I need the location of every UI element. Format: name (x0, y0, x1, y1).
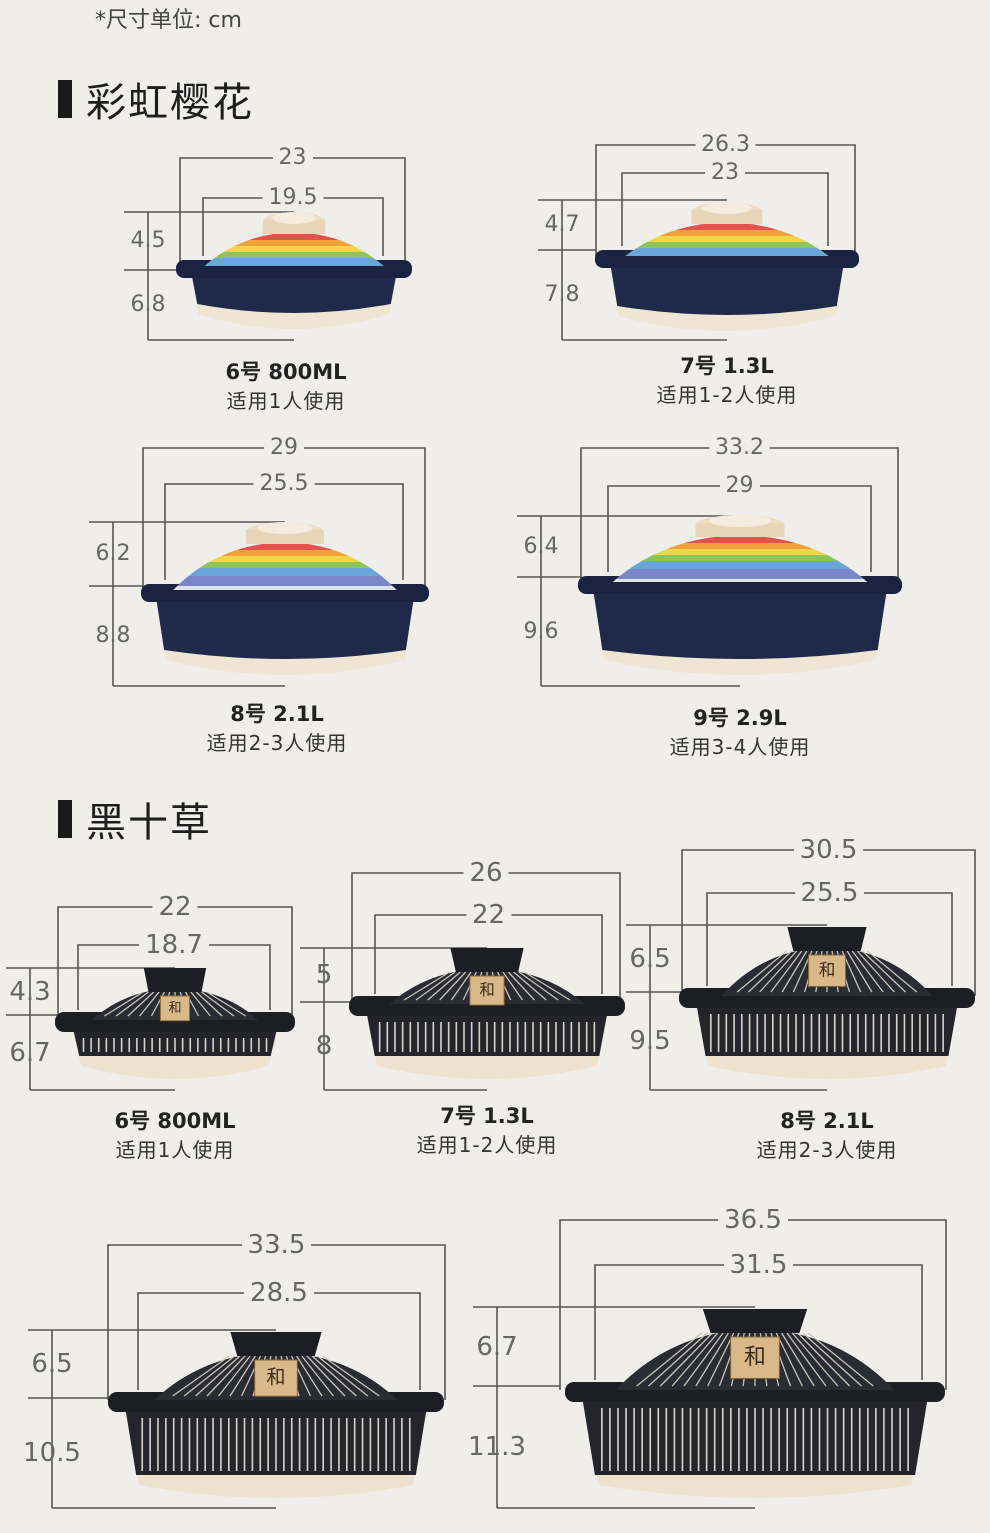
dimension-label: 31.5 (723, 1252, 794, 1278)
dimension-label: 36.5 (718, 1207, 788, 1233)
section-title-text: 彩虹樱花 (86, 80, 254, 126)
rainbow-pot (578, 515, 902, 675)
dimension-label: 29 (719, 475, 760, 497)
dimension-label: 22 (465, 902, 512, 928)
dimension-label: 8 (315, 1031, 333, 1061)
lid-stamp: 和 (168, 1000, 181, 1016)
capacity-label: 适用1人使用 (115, 1138, 235, 1162)
rainbow-pot (595, 202, 859, 331)
dimension-label: 25.5 (253, 473, 315, 495)
dimension-label: 6.8 (130, 292, 166, 317)
size-caption: 6号 800ML 适用1人使用 (114, 1107, 235, 1165)
capacity-label: 适用3-4人使用 (669, 735, 811, 759)
dimension-label: 4.7 (544, 212, 580, 237)
lid-stamp: 和 (266, 1365, 285, 1388)
dimension-label: 4.3 (9, 976, 51, 1007)
dimension-label: 19.5 (262, 187, 324, 209)
black-pot: 和 (108, 1332, 444, 1498)
size-label: 8号 2.1L (230, 702, 324, 726)
dimension-label: 26 (463, 860, 509, 886)
size-caption: 8号 2.1L 适用2-3人使用 (757, 1107, 898, 1165)
title-bar (58, 800, 72, 838)
dimension-label: 6.7 (9, 1037, 51, 1068)
size-label: 9号 2.9L (693, 706, 787, 730)
size-caption: 8号 2.1L 适用2-3人使用 (207, 700, 348, 758)
size-caption: 7号 1.3L 适用1-2人使用 (657, 352, 798, 410)
dimension-label: 22 (152, 894, 198, 920)
section-title-black: 黑十草 (58, 790, 212, 848)
black-pot: 和 (55, 968, 295, 1079)
black-pot: 和 (349, 948, 625, 1079)
dimension-label: 30.5 (793, 837, 864, 863)
dimension-label: 9.6 (523, 618, 559, 644)
dimension-label: 18.7 (139, 932, 209, 958)
dimension-label: 23 (272, 147, 313, 169)
dimension-label: 29 (264, 437, 304, 459)
section-title-text: 黑十草 (86, 800, 212, 846)
capacity-label: 适用2-3人使用 (756, 1138, 898, 1162)
capacity-label: 适用1-2人使用 (656, 383, 798, 407)
size-caption: 9号 2.9L 适用3-4人使用 (670, 704, 811, 762)
dimension-label: 7.8 (544, 282, 580, 307)
dimension-label: 6.5 (31, 1349, 73, 1379)
rainbow-pot (141, 522, 429, 675)
dimension-label: 33.5 (241, 1232, 312, 1258)
dimension-label: 28.5 (244, 1280, 314, 1306)
size-caption: 7号 1.3L 适用1-2人使用 (417, 1102, 558, 1160)
unit-note: *尺寸单位: cm (95, 8, 242, 33)
dimension-label: 33.2 (709, 437, 770, 459)
section-title-rainbow: 彩虹樱花 (58, 70, 254, 128)
dimension-label: 10.5 (23, 1438, 81, 1468)
size-label: 8号 2.1L (780, 1109, 874, 1133)
dimension-label: 8.8 (95, 623, 131, 648)
dimension-label: 26.3 (695, 134, 756, 156)
dimension-label: 4.5 (130, 228, 166, 253)
dimension-label: 6.5 (629, 943, 671, 974)
lid-stamp: 和 (744, 1345, 766, 1370)
black-pot: 和 (565, 1309, 945, 1498)
dimension-label: 9.5 (629, 1026, 671, 1056)
size-caption: 6号 800ML 适用1人使用 (225, 358, 346, 416)
lid-stamp: 和 (479, 981, 494, 999)
rainbow-pot (176, 212, 412, 329)
size-label: 7号 1.3L (680, 354, 774, 378)
lid-stamp: 和 (819, 960, 836, 979)
size-label: 6号 800ML (225, 360, 347, 384)
capacity-label: 适用2-3人使用 (206, 731, 348, 755)
title-bar (58, 80, 72, 118)
size-label: 7号 1.3L (440, 1104, 534, 1128)
capacity-label: 适用1-2人使用 (416, 1133, 558, 1157)
black-pot: 和 (679, 927, 975, 1079)
dimension-label: 6.4 (523, 533, 559, 559)
size-label: 6号 800ML (114, 1109, 236, 1133)
capacity-label: 适用1人使用 (226, 389, 346, 413)
dimension-label: 5 (315, 960, 333, 990)
dimension-label: 6.2 (95, 541, 131, 566)
dimension-label: 23 (705, 162, 745, 184)
dimension-label: 11.3 (468, 1432, 526, 1462)
dimension-label: 6.7 (476, 1331, 518, 1362)
dimension-label: 25.5 (794, 880, 865, 906)
